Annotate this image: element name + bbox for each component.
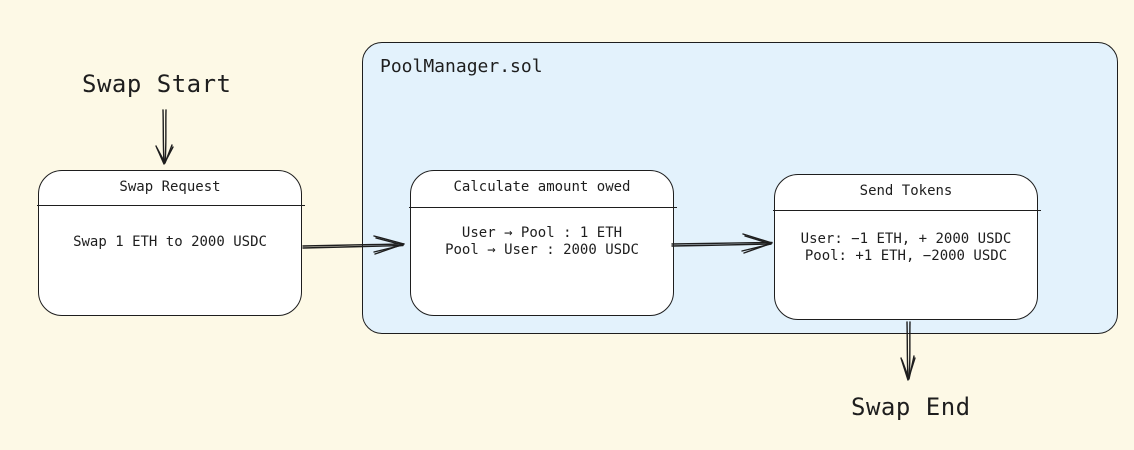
swap-request-header: Swap Request <box>119 179 221 195</box>
swap-start-label: Swap Start <box>82 70 232 98</box>
swap-end-label: Swap End <box>851 393 971 421</box>
pool-manager-title: PoolManager.sol <box>380 56 543 77</box>
send-tokens-header: Send Tokens <box>859 183 953 199</box>
swap-request-line: Swap 1 ETH to 2000 USDC <box>73 234 267 250</box>
calculate-amount-node: Calculate amount owed User → Pool : 1 ET… <box>409 170 677 316</box>
swap-request-body: Swap 1 ETH to 2000 USDC <box>39 234 301 251</box>
swap-request-node: Swap Request Swap 1 ETH to 2000 USDC <box>37 170 305 316</box>
arrow-start-to-request <box>155 109 174 165</box>
send-tokens-line: Pool: +1 ETH, −2000 USDC <box>804 248 1008 264</box>
calculate-amount-divider <box>409 207 677 208</box>
send-tokens-node: Send Tokens User: −1 ETH, + 2000 USDC Po… <box>773 174 1041 320</box>
calculate-line: User → Pool : 1 ETH <box>461 225 623 241</box>
send-tokens-line: User: −1 ETH, + 2000 USDC <box>800 231 1012 247</box>
swap-request-divider <box>37 205 305 206</box>
calculate-amount-body: User → Pool : 1 ETH Pool → User : 2000 U… <box>411 225 673 259</box>
calculate-line: Pool → User : 2000 USDC <box>445 242 639 258</box>
calculate-amount-header: Calculate amount owed <box>453 179 631 195</box>
send-tokens-divider <box>773 210 1041 211</box>
send-tokens-body: User: −1 ETH, + 2000 USDC Pool: +1 ETH, … <box>775 231 1037 265</box>
